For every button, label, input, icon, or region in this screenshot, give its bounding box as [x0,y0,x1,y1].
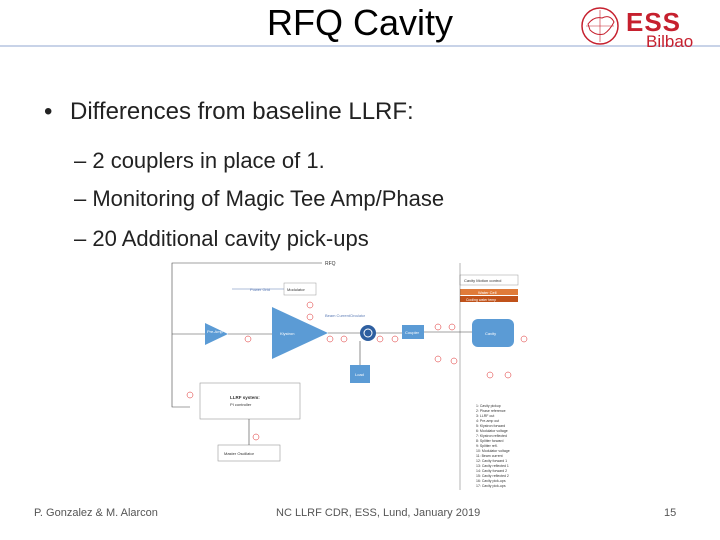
legend-item: 17: Cavity pick-ups [476,484,506,488]
footer-page-number: 15 [664,507,677,519]
sub-bullet-2: – Monitoring of Magic Tee Amp/Phase [74,186,445,211]
cavity-motion-label: Cavity Motion control [464,278,501,283]
pi-controller-label: PI controller [230,402,252,407]
cavity-box [472,319,514,347]
modulator-label: Modulator [287,287,305,292]
master-oscillator-label: Master Oscillator [224,451,255,456]
coupler-box [402,325,424,339]
footer-event: NC LLRF CDR, ESS, Lund, January 2019 [276,507,481,519]
logo-globe-icon [581,7,619,45]
klystron-label: Klystron [280,331,294,336]
circulator-icon [360,325,376,341]
logo-subtext: Bilbao [646,32,693,50]
legend-item: 6: Modulator voltage [476,429,508,433]
title-bar-accent [0,45,720,47]
power-grid-label: Power Grid [250,287,270,292]
llrf-system-box [199,382,301,420]
legend-item: 3: LLRF out [476,414,494,418]
legend-item: 2: Phase reference [476,409,506,413]
diagram-legend: 1: Cavity pickup 2: Phase reference 3: L… [476,404,510,488]
ess-bilbao-logo: ESS Bilbao [581,7,693,50]
bullet-text: Differences from baseline LLRF: [70,98,414,125]
cooling-box [460,296,518,302]
load-box [350,365,370,383]
logo-text: ESS [626,7,681,37]
legend-item: 4: Pre-amp out [476,419,499,423]
legend-item: 8: Splitter forward [476,439,503,443]
legend-item: 7: Klystron reflected [476,434,507,438]
cavity-label: Cavity [485,331,496,336]
llrf-system-label: LLRF system: [230,395,260,400]
legend-item: 14: Cavity forward 2 [476,469,507,473]
legend-item: 11: Beam current [476,454,503,458]
legend-item: 9: Splitter refl. [476,444,498,448]
bullet-dot: • [44,98,53,125]
legend-item: 1: Cavity pickup [476,404,501,408]
water-label: Water Cell [478,290,497,295]
modulator-box [283,282,317,296]
sub-bullet-3: – 20 Additional cavity pick-ups [74,226,369,251]
legend-item: 15: Cavity reflected 2 [476,474,509,478]
water-box [460,289,518,295]
rfq-label: RFQ [325,261,336,267]
slide-title: RFQ Cavity [266,2,453,43]
beam-current-label: Beam Current [325,313,351,318]
legend-item: 13: Cavity reflected 1 [476,464,509,468]
pre-amp-block [205,323,228,345]
cooling-label: Cooling water temp [466,298,496,302]
coupler-label: Coupler [405,330,420,335]
bullet-item: • Differences from baseline LLRF: [44,98,414,126]
footer-authors: P. Gonzalez & M. Alarcon [34,507,158,519]
circulator-label: Circulator [350,314,366,318]
sub-bullet-1: – 2 couplers in place of 1. [74,148,325,173]
legend-item: 16: Cavity pick-ups [476,479,506,483]
legend-item: 5: Klystron forward [476,424,505,428]
pre-amp-label: Pre-Amp [207,329,224,334]
llrf-block-diagram: RFQ Cavity Motion control Water Cell Coo… [171,261,528,490]
legend-item: 10: Modulator voltage [476,449,510,453]
klystron-block [272,307,328,359]
legend-item: 12: Cavity forward 1 [476,459,507,463]
bullet-list: • Differences from baseline LLRF: [44,98,414,126]
load-label: Load [355,372,364,377]
